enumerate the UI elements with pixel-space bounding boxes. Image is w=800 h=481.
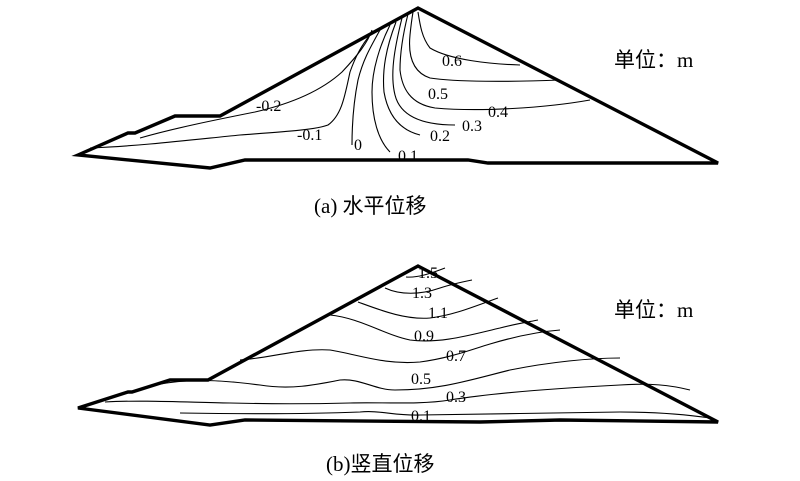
contour-line-1.5: [405, 267, 446, 278]
contour-line-0.2: [383, 21, 421, 136]
contour-line-0.6: [417, 11, 521, 66]
contour-line-1.3: [384, 279, 473, 294]
dam-section-outline: [71, 6, 719, 170]
contour-label: 1.5: [418, 265, 438, 282]
contour-label: 0.5: [411, 371, 431, 388]
contour-label: 1.1: [428, 305, 448, 322]
contour-label: 0.6: [442, 53, 462, 70]
dam-section-outline: [77, 264, 719, 427]
contour-label: 0.3: [446, 389, 466, 406]
contour-label: 0: [354, 137, 362, 154]
contour-label: -0.1: [297, 127, 322, 144]
contour-label: 0.9: [414, 328, 434, 345]
contour-label: 0.5: [428, 86, 448, 103]
horizontal-displacement-contour-plot: -0.2 -0.1 0 0.1 0.2 0.3 0.4 0.5 0.6: [71, 6, 719, 170]
contour-label: 0.2: [430, 128, 450, 145]
contour-label: 0.3: [462, 118, 482, 135]
contour-label: 0.1: [398, 148, 418, 165]
panel-caption: (a) 水平位移: [314, 194, 427, 218]
contour-line-0.1: [371, 24, 391, 153]
contour-line-0: [351, 29, 381, 146]
contour-label: 1.3: [412, 285, 432, 302]
contour-line-0.1: [179, 411, 711, 419]
contour-line-minus-0.1: [89, 34, 371, 149]
contour-label: 0.1: [411, 408, 431, 425]
unit-label: 单位：m: [614, 298, 694, 322]
contour-label: 0.7: [446, 348, 466, 365]
unit-label: 单位：m: [614, 48, 694, 72]
contour-line-0.3: [104, 383, 691, 405]
contour-line-0.5: [408, 11, 561, 82]
contour-line-0.4: [399, 13, 591, 111]
vertical-displacement-contour-plot: 1.5 1.3 1.1 0.9 0.7 0.5 0.3 0.1: [77, 264, 719, 427]
panel-caption: (b)竖直位移: [326, 452, 435, 476]
contour-line-0.3: [392, 17, 456, 126]
contour-line-1.1: [357, 297, 499, 319]
contour-label: 0.4: [488, 104, 508, 121]
contour-label: -0.2: [256, 98, 281, 115]
contour-line-0.9: [329, 314, 539, 342]
contour-line-0.5: [154, 357, 621, 391]
contour-line-0.7: [239, 329, 561, 364]
contour-line-minus-0.2: [139, 29, 373, 139]
panel-vertical-displacement: 1.5 1.3 1.1 0.9 0.7 0.5 0.3 0.1 单位：m (b)…: [0, 240, 800, 481]
panel-horizontal-displacement: -0.2 -0.1 0 0.1 0.2 0.3 0.4 0.5 0.6 单位：m…: [0, 0, 800, 240]
